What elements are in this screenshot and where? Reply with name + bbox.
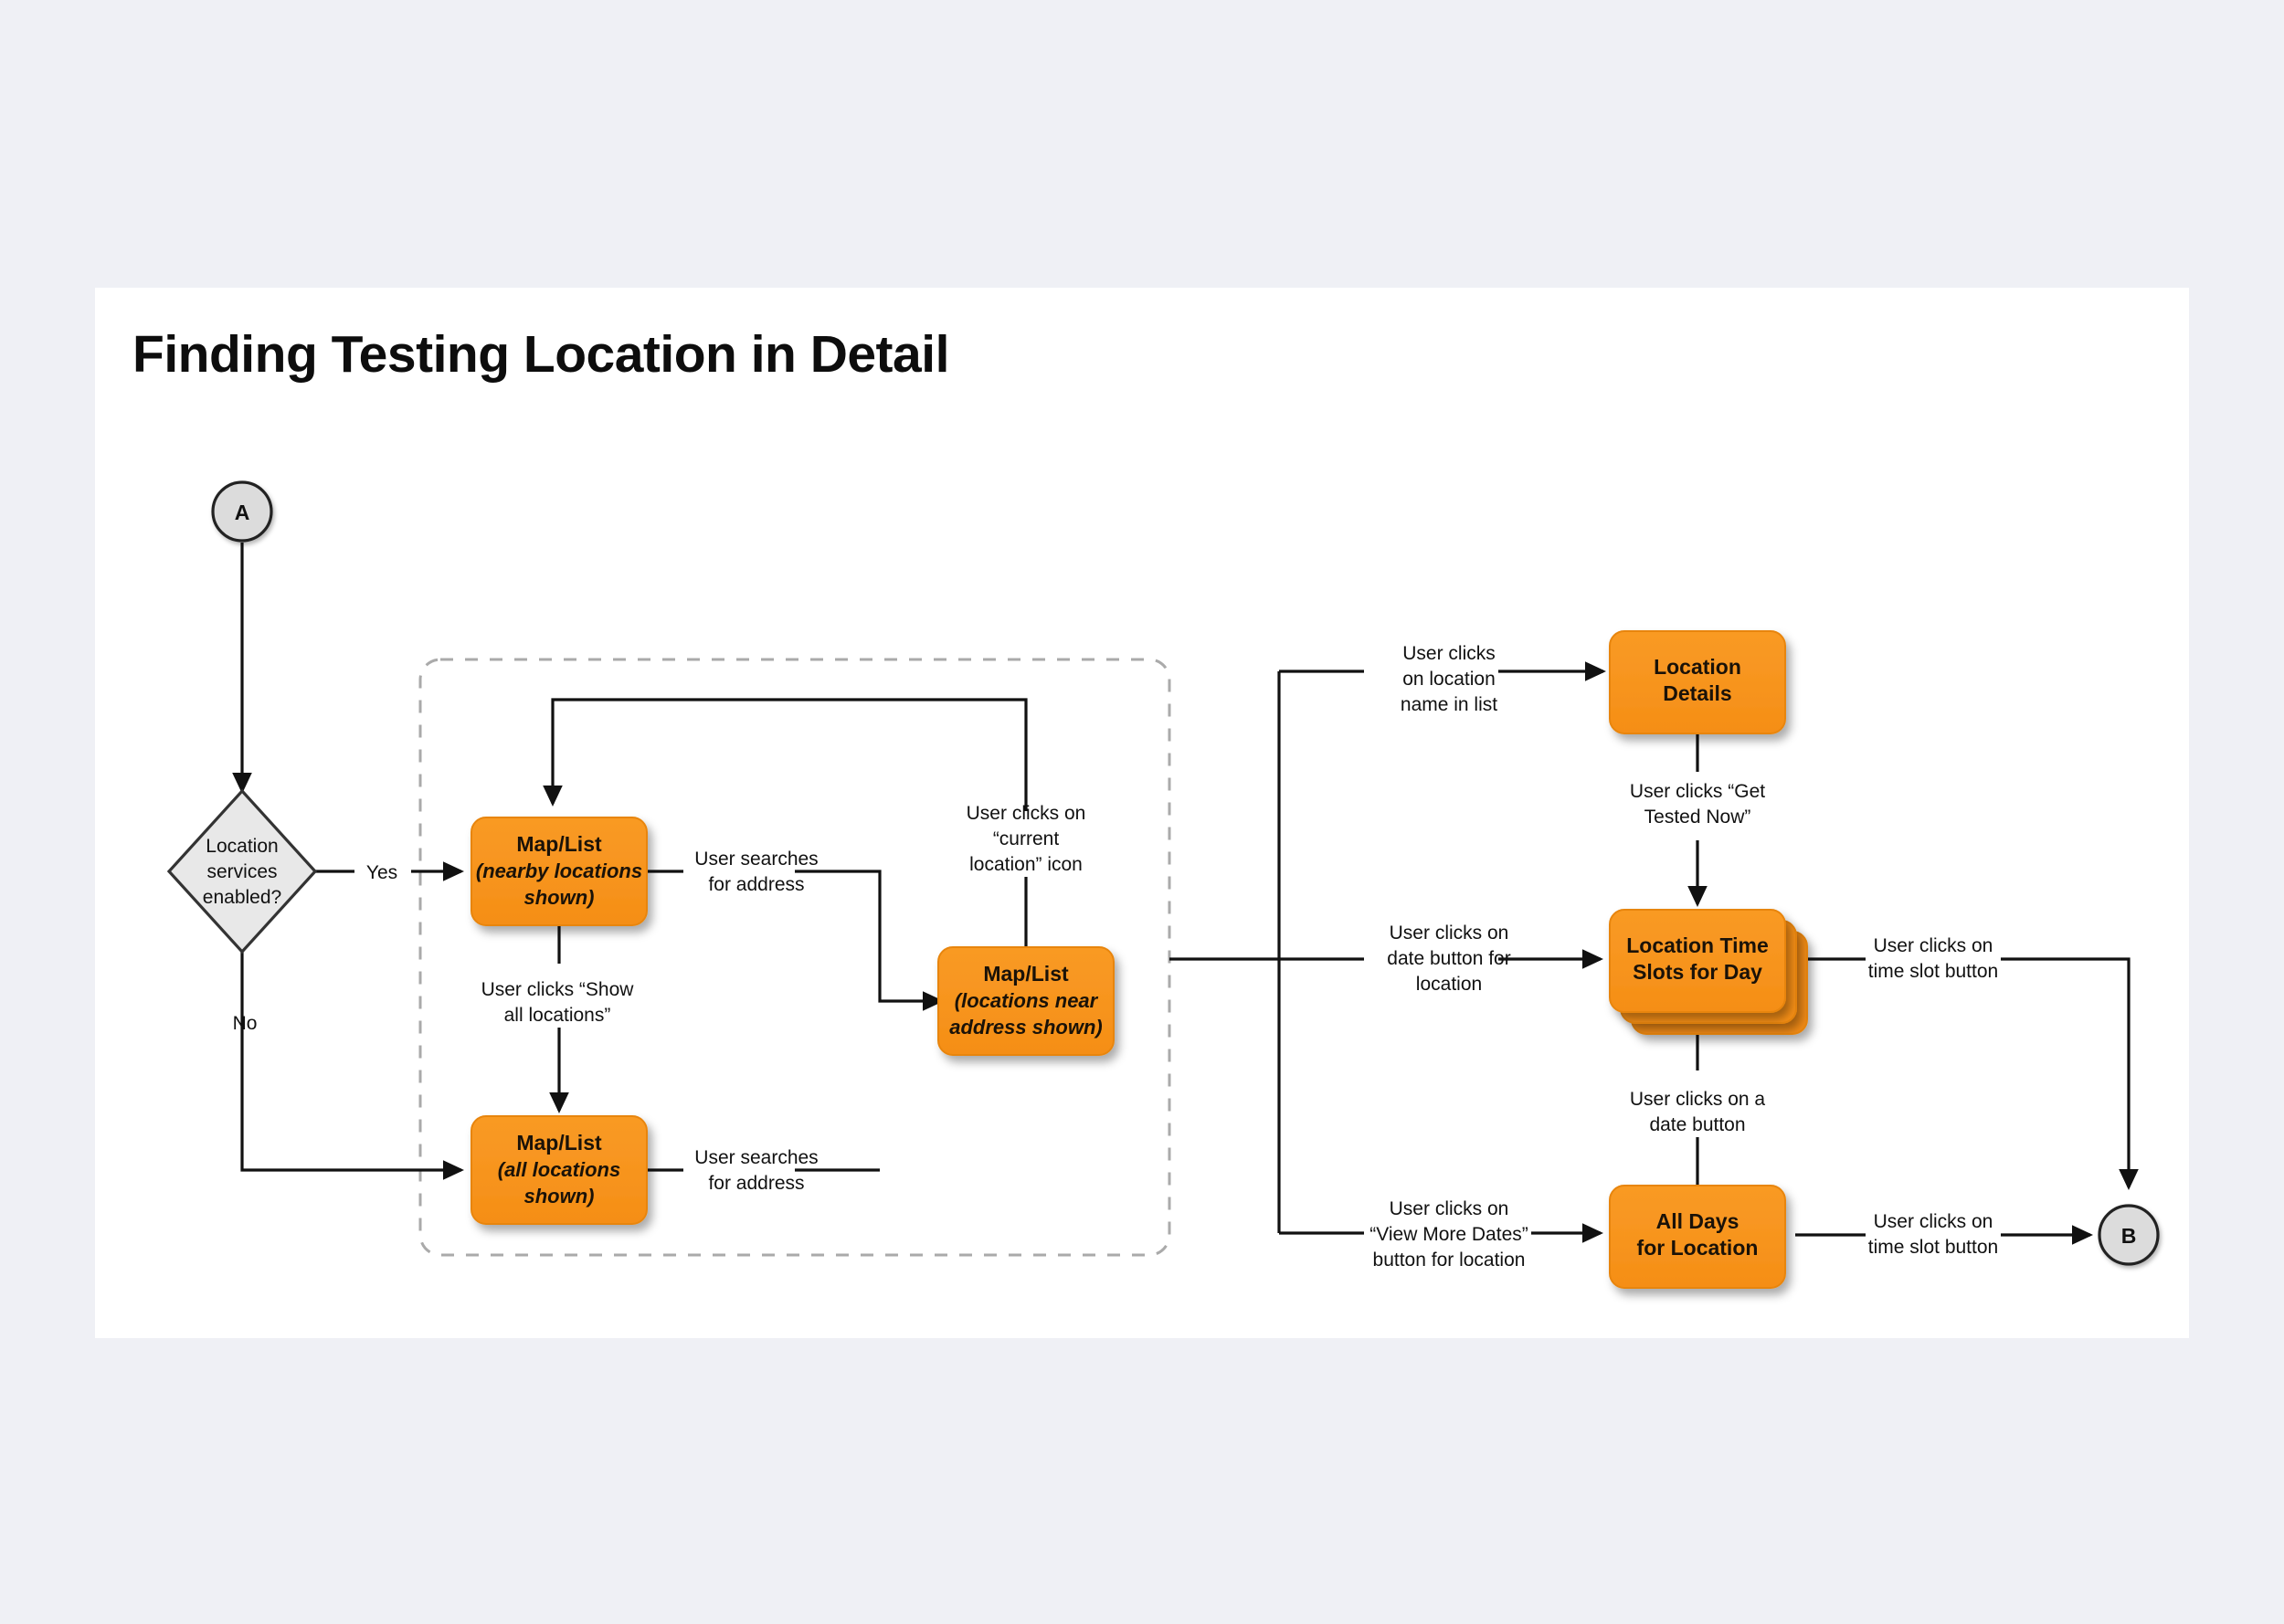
process-maplist-near-address-sub2: address shown)	[949, 1016, 1102, 1039]
terminator-a-label: A	[235, 501, 250, 524]
edge-decision-no	[240, 952, 464, 1180]
edge-label-name-in-list-line1: User clicks	[1402, 643, 1496, 664]
terminator-b[interactable]: B	[2098, 1204, 2160, 1266]
process-time-slots-shape	[1609, 909, 1786, 1013]
edge-label-name-in-list-line2: on location	[1402, 669, 1496, 690]
process-all-days-shape	[1609, 1185, 1786, 1289]
edge-label-datebutton-line2: date button for	[1387, 948, 1510, 969]
process-all-days-for-location[interactable]: All Days for Location	[1609, 1185, 1786, 1289]
edge-label-current-line1: User clicks on	[967, 803, 1086, 824]
process-time-slots-line1: Location Time	[1626, 933, 1769, 957]
edge-label-datebutton-line1: User clicks on	[1390, 923, 1509, 944]
edge-label-datebtn2-line1: User clicks on a	[1630, 1089, 1766, 1110]
process-maplist-all-title: Map/List	[516, 1131, 602, 1155]
edge-slots-to-b	[1800, 957, 2129, 1187]
process-maplist-near-address-shape	[937, 946, 1115, 1056]
edge-label-gettested-line1: User clicks “Get	[1630, 781, 1765, 802]
edge-label-name-in-list-line3: name in list	[1401, 694, 1497, 715]
process-time-slots-line2: Slots for Day	[1633, 960, 1762, 984]
edge-label-datebtn2-line2: date button	[1649, 1114, 1745, 1135]
process-maplist-nearby-shape	[471, 817, 648, 926]
edge-label-search2-line1: User searches	[694, 1147, 818, 1168]
process-maplist-all-sub2: shown)	[524, 1185, 595, 1207]
edge-label-viewmore-line2: “View More Dates”	[1369, 1224, 1528, 1245]
process-location-details-line2: Details	[1663, 681, 1731, 705]
process-location-details-line1: Location	[1654, 655, 1741, 679]
edge-label-viewmore-line3: button for location	[1373, 1250, 1526, 1271]
process-maplist-near-address-sub1: (locations near	[955, 989, 1099, 1012]
dashed-group-container	[418, 658, 1171, 1257]
process-maplist-nearby-sub2: shown)	[524, 886, 595, 909]
decision-location-services[interactable]: Location services enabled?	[166, 788, 318, 954]
edge-label-search1-line1: User searches	[694, 849, 818, 870]
decision-label-line3: enabled?	[203, 887, 281, 908]
edge-current-location-loop	[553, 698, 1028, 947]
process-location-details-shape	[1609, 630, 1786, 734]
process-maplist-near-address[interactable]: Map/List (locations near address shown)	[937, 946, 1115, 1056]
edge-label-search2-line2: for address	[708, 1173, 804, 1194]
process-maplist-all-shape	[471, 1115, 648, 1225]
process-maplist-all-sub1: (all locations	[498, 1158, 620, 1181]
terminator-a[interactable]: A	[211, 480, 273, 543]
edge-label-current-line3: location” icon	[969, 854, 1083, 875]
edge-label-datebutton-line3: location	[1416, 974, 1482, 995]
edge-labels: Yes No User clicks “Show all locations” …	[233, 643, 1999, 1271]
decision-label-line1: Location	[206, 836, 278, 857]
edge-label-yes: Yes	[366, 862, 397, 883]
edge-label-showall-line1: User clicks “Show	[481, 979, 635, 1000]
terminator-a-circle	[211, 480, 273, 543]
process-all-days-line2: for Location	[1637, 1236, 1759, 1260]
edge-label-timeslot1-line2: time slot button	[1868, 961, 1998, 982]
process-all-days-line1: All Days	[1656, 1209, 1739, 1233]
terminator-b-label: B	[2121, 1224, 2137, 1248]
edge-label-gettested-line2: Tested Now”	[1644, 807, 1751, 828]
decision-diamond-shape	[166, 788, 318, 954]
edge-label-timeslot1-line1: User clicks on	[1874, 935, 1993, 956]
edge-label-viewmore-line1: User clicks on	[1390, 1198, 1509, 1219]
page-title: Finding Testing Location in Detail	[132, 325, 949, 384]
process-maplist-all[interactable]: Map/List (all locations shown)	[471, 1115, 648, 1225]
edge-label-search1-line2: for address	[708, 874, 804, 895]
process-location-time-slots[interactable]: Location Time Slots for Day	[1609, 909, 1808, 1035]
edge-label-timeslot2-line1: User clicks on	[1874, 1211, 1993, 1232]
edge-label-current-line2: “current	[993, 828, 1060, 849]
process-maplist-near-address-title: Map/List	[983, 962, 1069, 986]
process-location-details[interactable]: Location Details	[1609, 630, 1786, 734]
edge-label-showall-line2: all locations”	[504, 1005, 611, 1026]
edge-label-timeslot2-line2: time slot button	[1868, 1237, 1998, 1258]
edge-label-no: No	[233, 1013, 258, 1034]
terminator-b-circle	[2098, 1204, 2160, 1266]
process-maplist-nearby[interactable]: Map/List (nearby locations shown)	[471, 817, 648, 926]
decision-label-line2: services	[206, 861, 277, 882]
process-maplist-nearby-sub1: (nearby locations	[476, 859, 642, 882]
process-maplist-nearby-title: Map/List	[516, 832, 602, 856]
